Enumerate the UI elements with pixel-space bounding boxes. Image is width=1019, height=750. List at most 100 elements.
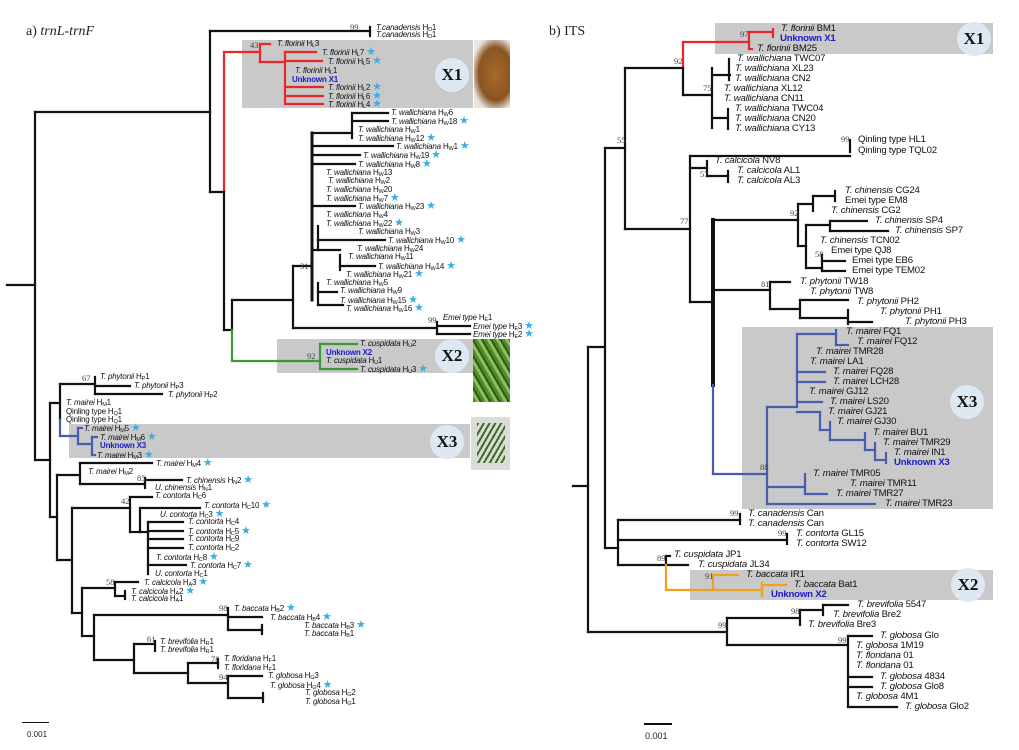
haplotype-group: D (428, 34, 432, 40)
species-name: T. mairei (857, 336, 892, 347)
taxon-label: T. floridana HF1 (224, 654, 276, 664)
haplotype-number: 3 (314, 39, 320, 48)
haplotype-group: W (400, 256, 406, 262)
star-icon: ★ (146, 431, 157, 443)
bootstrap-value: 85 (137, 473, 146, 483)
sample-code: TWC07 (793, 53, 826, 64)
bootstrap-value: 42 (121, 496, 130, 506)
sample-code: TMR11 (886, 478, 917, 489)
haplotype-prefix: H (392, 270, 399, 279)
species-name: T. florinii (322, 48, 350, 57)
haplotype-prefix: H (225, 534, 231, 543)
taxon-label: T. contorta HC6 (155, 491, 206, 501)
haplotype-number: 2 (385, 176, 390, 185)
scale-bar-a (22, 722, 49, 723)
taxon-label: T. wallichiana HW20 (326, 185, 392, 195)
sample-code: EM8 (888, 195, 908, 206)
star-icon: ★ (408, 294, 418, 306)
taxon-label: T. wallichiana HW5 (326, 278, 388, 288)
sample-code: CN20 (791, 113, 816, 124)
haplotype-group: U (408, 369, 412, 375)
species-name: T. cuspidata (360, 339, 401, 348)
taxon-label: Qinling type HQ1 (66, 415, 122, 425)
taxon-label: T. cuspidata HU2 (360, 339, 416, 349)
star-icon: ★ (198, 576, 208, 588)
taxon-label: T. wallichiana HW22★ (326, 218, 404, 229)
sample-code: TMR23 (921, 498, 953, 509)
taxon-label: T. mairei HM1 (66, 398, 111, 408)
haplotype-prefix: H (372, 278, 379, 287)
unknown-sample-label: Unknown X1 (292, 75, 338, 85)
scale-label-a: 0.001 (27, 730, 48, 739)
taxon-label: T. floridana 01 (856, 650, 914, 661)
taxon-label: T. chinensis SP4 (875, 216, 943, 226)
haplotype-prefix: H (186, 459, 193, 468)
haplotype-prefix: H (169, 594, 176, 603)
haplotype-number: 2 (279, 604, 285, 613)
bootstrap-value: 99 (428, 315, 437, 325)
star-icon: ★ (202, 457, 213, 469)
haplotype-group: L (362, 61, 366, 67)
haplotype-group: W (380, 180, 386, 186)
species-name: T. mairei (813, 468, 848, 479)
sample-code: Bre2 (881, 609, 902, 620)
haplotype-prefix: H (442, 142, 449, 151)
taxon-label: T. florinii HL4★ (328, 99, 382, 110)
taxon-label: T. contorta HC4 (188, 517, 239, 527)
haplotype-prefix: H (270, 604, 277, 613)
species-name: Emei type (473, 330, 507, 339)
haplotype-prefix: H (437, 117, 444, 126)
haplotype-group: W (378, 198, 384, 204)
haplotype-group: C (204, 514, 209, 520)
species-name: T. brevifolia (160, 645, 199, 654)
sample-code: CN2 (791, 73, 811, 84)
haplotype-group: M (124, 471, 129, 477)
specimen-photo-x1 (474, 40, 510, 108)
haplotype-number: 2 (128, 467, 133, 476)
taxon-label: T. baccata Bat1 (794, 580, 858, 590)
haplotype-number: 19 (420, 151, 430, 160)
taxon-label: T. canadensis Can (748, 509, 824, 519)
haplotype-number: 4 (234, 517, 240, 526)
species-name: T. florinii (328, 100, 356, 109)
taxon-label: T. chinensis CG24 (845, 186, 920, 196)
panel-b-title: b) ITS (549, 24, 586, 39)
haplotype-group: G (347, 692, 352, 698)
sample-code: Glo2 (949, 701, 969, 712)
species-name: T. wallichiana (737, 53, 792, 64)
haplotype-prefix: H (372, 210, 379, 219)
species-name: T. florinii (328, 92, 356, 101)
taxon-label: T. wallichiana XL23 (735, 64, 814, 74)
sample-code: GL15 (841, 528, 864, 539)
haplotype-number: 1 (203, 569, 208, 578)
haplotype-prefix: H (368, 356, 375, 365)
haplotype-number: 2 (234, 543, 240, 552)
sample-code: FQ1 (883, 326, 902, 337)
haplotype-number: 2 (237, 476, 242, 485)
taxon-label: Emei type QJ8 (831, 246, 892, 256)
star-icon: ★ (389, 192, 400, 204)
taxon-label: T. globosa HG2 (305, 688, 356, 698)
species-name: T. cuspidata (698, 559, 747, 570)
species-name: T. wallichiana (363, 151, 408, 160)
haplotype-number: 3 (179, 381, 184, 390)
sample-code: Can (806, 518, 824, 529)
haplotype-number: 4 (315, 613, 321, 622)
taxon-label: T. wallichiana HW24 (357, 244, 423, 254)
haplotype-group: B (346, 625, 350, 631)
sample-code: 01 (903, 650, 914, 661)
haplotype-number: 14 (435, 262, 445, 271)
haplotype-number: 2 (411, 339, 417, 348)
taxon-label: T. contorta HC7★ (190, 560, 253, 571)
specimen-photo-x3 (471, 417, 510, 470)
species-name: T. mairei (809, 386, 844, 397)
species-name: T. globosa (270, 681, 305, 690)
clade-box-x3-b (742, 327, 993, 509)
taxon-label: T. wallichiana HW9 (340, 286, 402, 296)
star-icon: ★ (322, 611, 332, 623)
taxon-label: T. florinii HL7★ (322, 47, 376, 58)
haplotype-number: 5 (383, 278, 388, 287)
clade-label-x2-a: X2 (435, 339, 469, 373)
haplotype-number: 13 (383, 168, 393, 177)
haplotype-group: W (409, 248, 415, 254)
